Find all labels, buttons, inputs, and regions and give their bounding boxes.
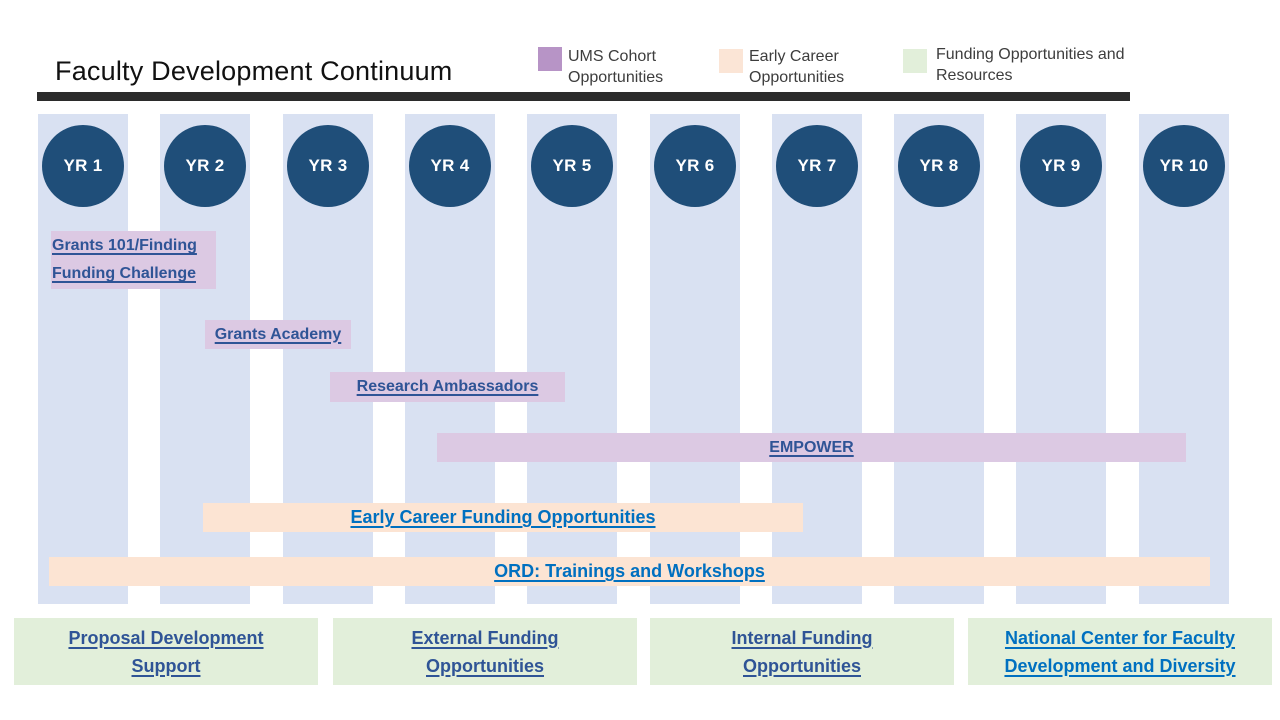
internal-funding-link-line1[interactable]: Internal Funding	[731, 627, 873, 648]
external-funding-link-line1[interactable]: External Funding	[411, 627, 559, 648]
legend-label-line: Funding Opportunities and	[936, 46, 1125, 63]
year-circle-8: YR 8	[898, 125, 980, 207]
year-column-9: YR 9	[1016, 114, 1106, 604]
research-ambassadors-link[interactable]: Research Ambassadors	[356, 378, 539, 395]
legend-swatch-funding-resources	[903, 49, 927, 73]
early-career-funding-link[interactable]: Early Career Funding Opportunities	[350, 507, 656, 527]
empower-link[interactable]: EMPOWER	[769, 438, 854, 456]
year-column-1: YR 1	[38, 114, 128, 604]
grants-academy-link[interactable]: Grants Academy	[214, 325, 342, 343]
legend-label-line: Early Career	[749, 48, 839, 65]
year-label: YR 2	[185, 156, 225, 175]
bar-grants-101-finding-funding-challenge: Grants 101/Finding Funding Challenge	[51, 231, 216, 289]
grants-101-link-line1[interactable]: Grants 101/Finding	[52, 237, 197, 254]
footer-box-external-funding-opportunities: External Funding Opportunities	[333, 618, 637, 685]
ncfdd-link-line1[interactable]: National Center for Faculty	[1004, 627, 1236, 648]
year-circle-5: YR 5	[531, 125, 613, 207]
year-label: YR 10	[1159, 156, 1209, 175]
year-label: YR 6	[675, 156, 715, 175]
proposal-development-support-link-line2[interactable]: Support	[131, 655, 201, 676]
year-circle-4: YR 4	[409, 125, 491, 207]
year-label: YR 4	[430, 156, 470, 175]
year-label: YR 5	[552, 156, 592, 175]
year-circle-7: YR 7	[776, 125, 858, 207]
proposal-development-support-link-line1[interactable]: Proposal Development	[68, 627, 264, 648]
year-label: YR 7	[797, 156, 837, 175]
year-label: YR 8	[919, 156, 959, 175]
year-circle-10: YR 10	[1143, 125, 1225, 207]
bar-research-ambassadors: Research Ambassadors	[330, 372, 565, 402]
legend-label-line: Opportunities	[568, 69, 664, 86]
grants-101-link-line2[interactable]: Funding Challenge	[52, 265, 196, 282]
legend-label-line: Opportunities	[749, 69, 845, 86]
legend-label-early-career: Early Career Opportunities	[749, 46, 889, 88]
title-underline-bar	[37, 92, 1130, 101]
year-label: YR 3	[308, 156, 348, 175]
year-label: YR 9	[1041, 156, 1081, 175]
legend-swatch-early-career	[719, 49, 743, 73]
year-label: YR 1	[63, 156, 103, 175]
ord-trainings-link[interactable]: ORD: Trainings and Workshops	[494, 561, 765, 581]
year-column-8: YR 8	[894, 114, 984, 604]
legend-label-line: Resources	[936, 67, 1013, 84]
external-funding-link-line2[interactable]: Opportunities	[426, 655, 544, 676]
ncfdd-link-line2[interactable]: Development and Diversity	[1004, 655, 1236, 676]
footer-box-internal-funding-opportunities: Internal Funding Opportunities	[650, 618, 954, 685]
year-circle-1: YR 1	[42, 125, 124, 207]
page-title: Faculty Development Continuum	[55, 56, 453, 86]
footer-box-proposal-development-support: Proposal Development Support	[14, 618, 318, 685]
bar-grants-academy: Grants Academy	[205, 320, 351, 349]
year-circle-3: YR 3	[287, 125, 369, 207]
legend-label-funding-resources: Funding Opportunities and Resources	[936, 44, 1171, 86]
year-circle-9: YR 9	[1020, 125, 1102, 207]
legend-label-line: UMS Cohort	[568, 48, 657, 65]
bar-empower: EMPOWER	[437, 433, 1186, 462]
legend-label-ums-cohort: UMS Cohort Opportunities	[568, 46, 698, 88]
legend-swatch-ums-cohort	[538, 47, 562, 71]
year-circle-2: YR 2	[164, 125, 246, 207]
bar-early-career-funding-opportunities: Early Career Funding Opportunities	[203, 503, 803, 532]
bar-ord-trainings-and-workshops: ORD: Trainings and Workshops	[49, 557, 1210, 586]
footer-box-national-center-faculty-development-diversity: National Center for Faculty Development …	[968, 618, 1272, 685]
year-column-10: YR 10	[1139, 114, 1229, 604]
year-circle-6: YR 6	[654, 125, 736, 207]
internal-funding-link-line2[interactable]: Opportunities	[743, 655, 861, 676]
